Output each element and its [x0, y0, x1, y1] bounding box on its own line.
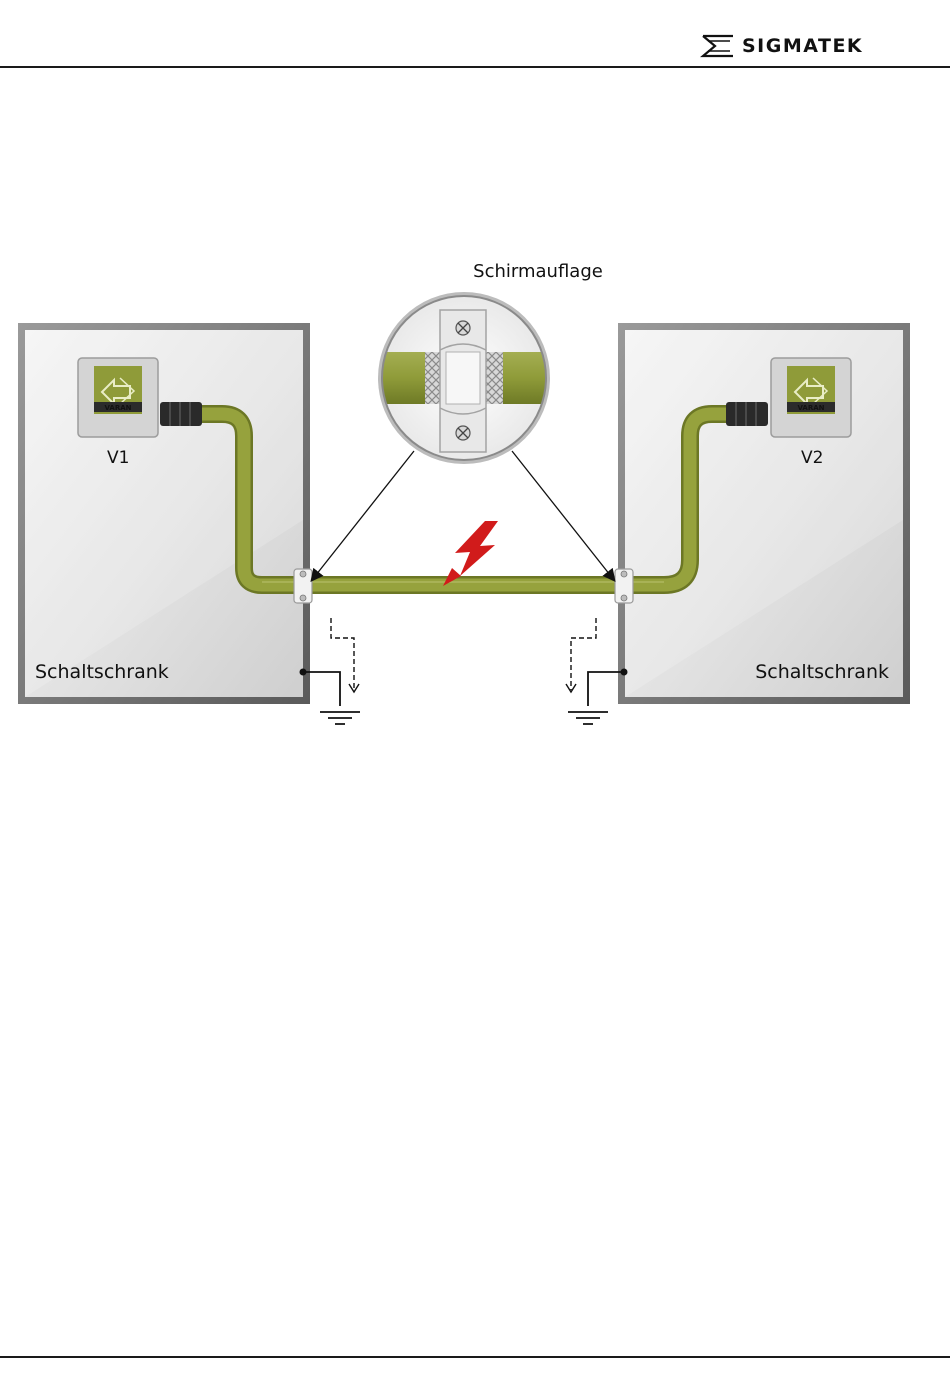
pointer-line-left [312, 451, 414, 580]
screw-top-icon [456, 321, 470, 335]
varan-logo-text-right: VARAN [797, 404, 824, 412]
left-shield-clamp [294, 569, 312, 603]
device-v2: VARAN [771, 358, 851, 437]
right-cabinet-label: Schaltschrank [755, 661, 889, 683]
device-label-v2: V2 [801, 448, 823, 468]
left-connector [160, 402, 202, 426]
pointer-line-right [512, 451, 614, 580]
left-cabinet-label: Schaltschrank [35, 661, 169, 683]
device-v1: VARAN [78, 358, 158, 437]
right-cabinet [618, 323, 910, 704]
shield-clamp-magnifier [370, 292, 560, 464]
footer-rule [0, 1356, 950, 1358]
right-shield-clamp [615, 569, 633, 603]
right-connector [726, 402, 768, 426]
diagram-title: Schirmauflage [473, 261, 603, 282]
device-label-v1: V1 [107, 448, 129, 468]
screw-bottom-icon [456, 426, 470, 440]
left-cabinet [18, 323, 310, 704]
varan-logo-text-left: VARAN [104, 404, 131, 412]
